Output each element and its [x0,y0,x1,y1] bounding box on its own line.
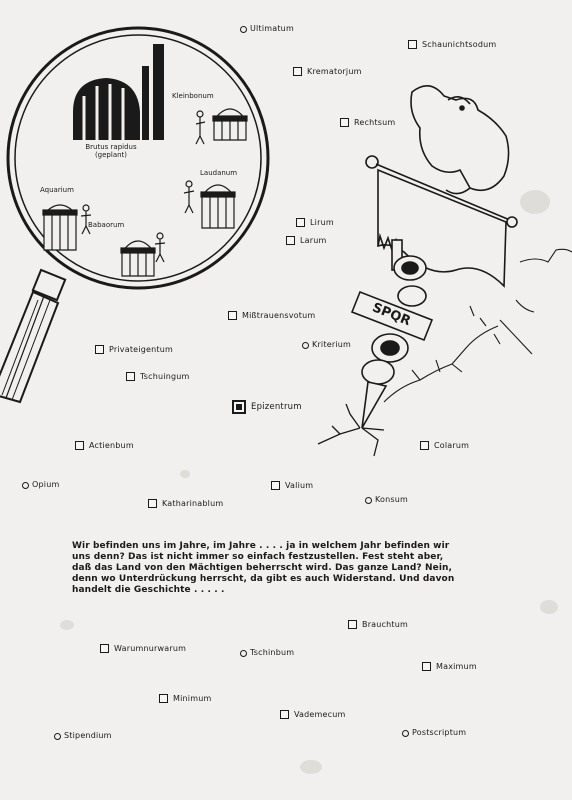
place-schaunichtsodum[interactable]: Schaunichtsodum [408,40,496,49]
place-larum[interactable]: Larum [286,236,327,245]
square-marker-icon [420,441,429,450]
place-label: Privateigentum [109,344,173,354]
circle-marker-icon [365,496,372,504]
square-marker-icon [100,644,109,653]
place-label: Actienbum [89,440,134,450]
place-kriterium[interactable]: Kriterium [302,341,351,349]
place-label: Larum [300,235,327,245]
place-label: Tschuingum [140,371,190,381]
square-marker-icon [95,345,104,354]
intro-line-2: uns denn? Das ist nicht immer so einfach… [72,552,444,562]
place-lirum[interactable]: Lirum [296,218,334,227]
square-marker-icon [348,620,357,629]
circle-marker-icon [54,732,61,740]
square-marker-icon [271,481,280,490]
place-colarum[interactable]: Colarum [420,441,469,450]
place-stipendium[interactable]: Stipendium [54,732,112,740]
place-label: Konsum [375,495,409,504]
hill-outline [383,248,572,403]
place-privateigentum[interactable]: Privateigentum [95,345,173,354]
square-marker-icon [280,710,289,719]
place-minimum[interactable]: Minimum [159,694,211,703]
place-valium[interactable]: Valium [271,481,313,490]
square-marker-icon [286,236,295,245]
place-label: Schaunichtsodum [422,39,497,49]
place-ultimatum[interactable]: Ultimatum [240,25,294,33]
square-marker-icon [159,694,168,703]
brutus-rapidus-label: Brutus rapidus (geplant) [76,143,146,159]
brutus-rapidus-building-icon [73,44,164,140]
place-label: Krematorjum [307,66,362,76]
place-label: Brauchtum [362,619,409,629]
square-marker-icon [75,441,84,450]
circle-marker-icon [240,25,247,33]
place-misstrauensvotum[interactable]: Mißtrauensvotum [228,311,315,320]
camp-label-kleinbonum: Kleinbonum [172,92,214,100]
square-marker-icon [293,67,302,76]
camp-label-laudanum: Laudanum [200,169,238,177]
camp-label-aquarium: Aquarium [40,186,74,194]
place-label: Opium [32,480,60,489]
place-warumnurwarum[interactable]: Warumnurwarum [100,644,186,653]
place-tschinbum[interactable]: Tschinbum [240,649,294,657]
place-postscriptum[interactable]: Postscriptum [402,729,466,737]
intro-line-5: handelt die Geschichte . . . . . [72,585,225,595]
brutus-rapidus-name: Brutus rapidus [85,143,137,151]
place-label: Warumnurwarum [114,643,187,653]
place-label: Postscriptum [412,728,467,737]
place-katharinablum[interactable]: Katharinablum [148,499,223,508]
place-label: Stipendium [64,731,112,740]
place-brauchtum[interactable]: Brauchtum [348,620,408,629]
place-opium[interactable]: Opium [22,481,59,489]
brutus-rapidus-note: (geplant) [94,151,128,159]
square-marker-icon [422,662,431,671]
laudanum-camp-icon [183,180,236,229]
place-label: Rechtsum [354,117,396,127]
place-label: Katharinablum [162,498,224,508]
square-marker-icon [228,311,237,320]
place-vademecum[interactable]: Vademecum [280,710,346,719]
intro-paragraph: Wir befinden uns im Jahre, im Jahre . . … [72,541,472,596]
intro-line-3: daß das Land von den Mächtigen beherrsch… [72,563,453,573]
place-label: Maximum [436,661,477,671]
magnifier-handle [0,268,67,404]
circle-marker-icon [240,649,247,657]
kleinbonum-camp-icon [195,108,248,145]
ground-crack [317,403,385,457]
place-maximum[interactable]: Maximum [422,662,477,671]
square-marker-icon [296,218,305,227]
circle-marker-icon [402,729,409,737]
square-marker-icon [148,499,157,508]
square-marker-icon [408,40,417,49]
place-label: Vademecum [294,709,346,719]
square-marker-icon [126,372,135,381]
place-label: Minimum [173,693,212,703]
place-label: Tschinbum [250,648,295,657]
place-tschuingum[interactable]: Tschuingum [126,372,190,381]
roman-standard-icon: SPQR [350,85,518,429]
circle-marker-icon [22,481,29,489]
aquarium-camp-icon [42,204,92,251]
place-label: Valium [285,480,314,490]
circle-marker-icon [302,341,309,349]
place-label: Epizentrum [251,401,302,412]
camp-label-babaorum: Babaorum [88,221,125,229]
place-actienbum[interactable]: Actienbum [75,441,134,450]
place-label: Kriterium [312,340,351,349]
intro-line-4: denn wo Unterdrückung herrscht, da gibt … [72,574,455,584]
square-marker-icon [340,118,349,127]
filled-square-marker-icon [232,400,246,414]
place-krematorjum[interactable]: Krematorjum [293,67,362,76]
intro-line-1: Wir befinden uns im Jahre, im Jahre . . … [72,541,450,551]
place-label: Mißtrauensvotum [242,310,316,320]
place-rechtsum[interactable]: Rechtsum [340,118,395,127]
place-epizentrum[interactable]: Epizentrum [232,400,302,414]
place-konsum[interactable]: Konsum [365,496,408,504]
magnifier-lens [6,26,270,290]
place-label: Ultimatum [250,24,294,33]
babaorum-camp-icon [120,232,166,277]
place-label: Lirum [310,217,334,227]
place-label: Colarum [434,440,470,450]
